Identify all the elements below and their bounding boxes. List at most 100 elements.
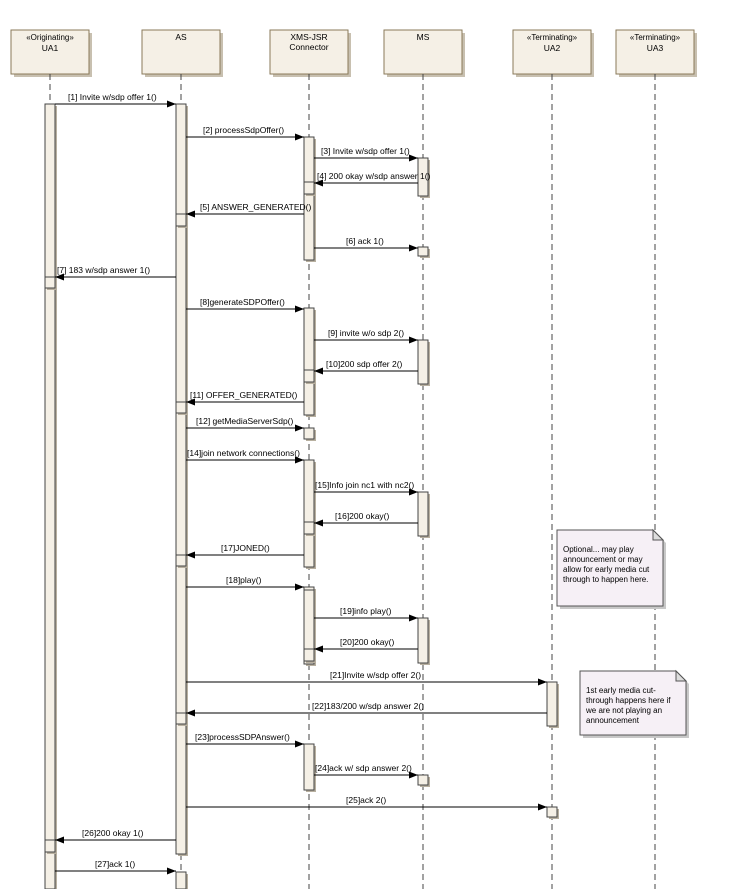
message-label: [22]183/200 w/sdp answer 2() <box>312 701 424 711</box>
activation-bar <box>175 103 188 856</box>
activation-bar <box>417 339 430 386</box>
arrowhead <box>538 803 547 811</box>
arrowhead <box>295 740 304 748</box>
activation-bar <box>44 276 57 290</box>
activation-bar <box>175 554 188 568</box>
activation-bar <box>417 617 430 665</box>
arrowhead <box>314 519 323 527</box>
activation-bar <box>303 459 316 569</box>
note-text: we are not playing an <box>585 706 662 715</box>
message: [24]ack w/ sdp answer 2() <box>314 763 418 779</box>
activation-bar <box>303 369 316 384</box>
participant-name: MS <box>417 32 430 42</box>
arrowhead <box>409 488 418 496</box>
arrowhead <box>186 551 195 559</box>
participant-ua1: «Originating»UA1 <box>10 29 92 77</box>
activation-bar <box>303 648 316 663</box>
participant-name: UA2 <box>544 43 561 53</box>
message-label: [9] invite w/o sdp 2() <box>328 328 404 338</box>
message: [4] 200 okay w/sdp answer 1() <box>314 171 431 187</box>
message-label: [20]200 okay() <box>340 637 395 647</box>
note-text: through to happen here. <box>563 575 648 584</box>
message: [18]play() <box>186 575 304 591</box>
arrowhead <box>538 678 547 686</box>
arrowhead <box>167 867 176 875</box>
message: [16]200 okay() <box>314 511 418 527</box>
arrowhead <box>295 305 304 313</box>
message-label: [4] 200 okay w/sdp answer 1() <box>317 171 431 181</box>
activation-bar <box>303 181 316 196</box>
note: 1st early media cut-through happens here… <box>579 669 689 738</box>
message-label: [5] ANSWER_GENERATED() <box>200 202 311 212</box>
participant-name: XMS-JSR <box>290 32 327 42</box>
message: [12] getMediaServerSdp() <box>186 416 304 432</box>
note-text: announcement <box>586 716 640 725</box>
message-label: [21]Invite w/sdp offer 2() <box>330 670 421 680</box>
message: [10]200 sdp offer 2() <box>314 359 418 375</box>
message-label: [2] processSdpOffer() <box>203 125 284 135</box>
activation-bar <box>303 589 316 666</box>
participant-ms: MS <box>383 29 465 77</box>
participant-name-line2: Connector <box>289 42 328 52</box>
activation-bar <box>44 839 57 854</box>
message-label: [14]join network connections() <box>187 448 300 458</box>
message-label: [19]info play() <box>340 606 392 616</box>
message: [19]info play() <box>314 606 418 622</box>
message-label: [27]ack 1() <box>95 859 135 869</box>
message: [11] OFFER_GENERATED() <box>186 390 304 406</box>
participant-as: AS <box>141 29 223 77</box>
message: [5] ANSWER_GENERATED() <box>186 202 311 218</box>
activation-bar <box>546 806 559 819</box>
message: [20]200 okay() <box>314 637 418 653</box>
activation-bar <box>303 743 316 792</box>
message: [26]200 okay 1() <box>55 828 176 844</box>
arrowhead <box>409 771 418 779</box>
participant-name: AS <box>175 32 187 42</box>
activation-bar <box>417 774 430 787</box>
note-text: announcement or may <box>563 555 643 564</box>
arrowhead <box>409 614 418 622</box>
arrowhead <box>186 709 195 717</box>
arrowhead <box>295 424 304 432</box>
note-text: through happens here if <box>586 696 671 705</box>
message-label: [24]ack w/ sdp answer 2() <box>315 763 412 773</box>
activation-bar <box>303 136 316 262</box>
message-label: [8]generateSDPOffer() <box>200 297 285 307</box>
message: [2] processSdpOffer() <box>186 125 304 141</box>
message: [15]Info join nc1 with nc2() <box>314 480 418 496</box>
arrowhead <box>295 133 304 141</box>
arrowhead <box>314 367 323 375</box>
activation-bar <box>175 213 188 228</box>
participant-name: UA3 <box>647 43 664 53</box>
arrowhead <box>167 100 176 108</box>
arrowhead <box>314 179 323 187</box>
message-label: [16]200 okay() <box>335 511 390 521</box>
activation-bar <box>175 871 188 889</box>
message-label: [10]200 sdp offer 2() <box>326 359 403 369</box>
message: [1] Invite w/sdp offer 1() <box>55 92 176 108</box>
message-label: [3] Invite w/sdp offer 1() <box>321 146 410 156</box>
activation-bar <box>417 157 430 198</box>
message: [7] 183 w/sdp answer 1() <box>55 265 176 281</box>
message-label: [15]Info join nc1 with nc2() <box>315 480 414 490</box>
message: [14]join network connections() <box>186 448 304 464</box>
arrowhead <box>409 154 418 162</box>
message: [9] invite w/o sdp 2() <box>314 328 418 344</box>
arrowhead <box>295 456 304 464</box>
message-label: [17]JONED() <box>221 543 270 553</box>
message: [21]Invite w/sdp offer 2() <box>186 670 547 686</box>
note-text: allow for early media cut <box>563 565 650 574</box>
activation-bar <box>303 307 316 417</box>
participant-ua2: «Terminating»UA2 <box>512 29 594 77</box>
message: [22]183/200 w/sdp answer 2() <box>186 701 547 717</box>
message: [3] Invite w/sdp offer 1() <box>314 146 418 162</box>
arrowhead <box>409 336 418 344</box>
activation-bar <box>417 491 430 538</box>
participant-stereotype: «Originating» <box>26 33 74 42</box>
participant-ua3: «Terminating»UA3 <box>615 29 697 77</box>
message: [23]processSDPAnswer() <box>186 732 304 748</box>
message-label: [11] OFFER_GENERATED() <box>190 390 298 400</box>
